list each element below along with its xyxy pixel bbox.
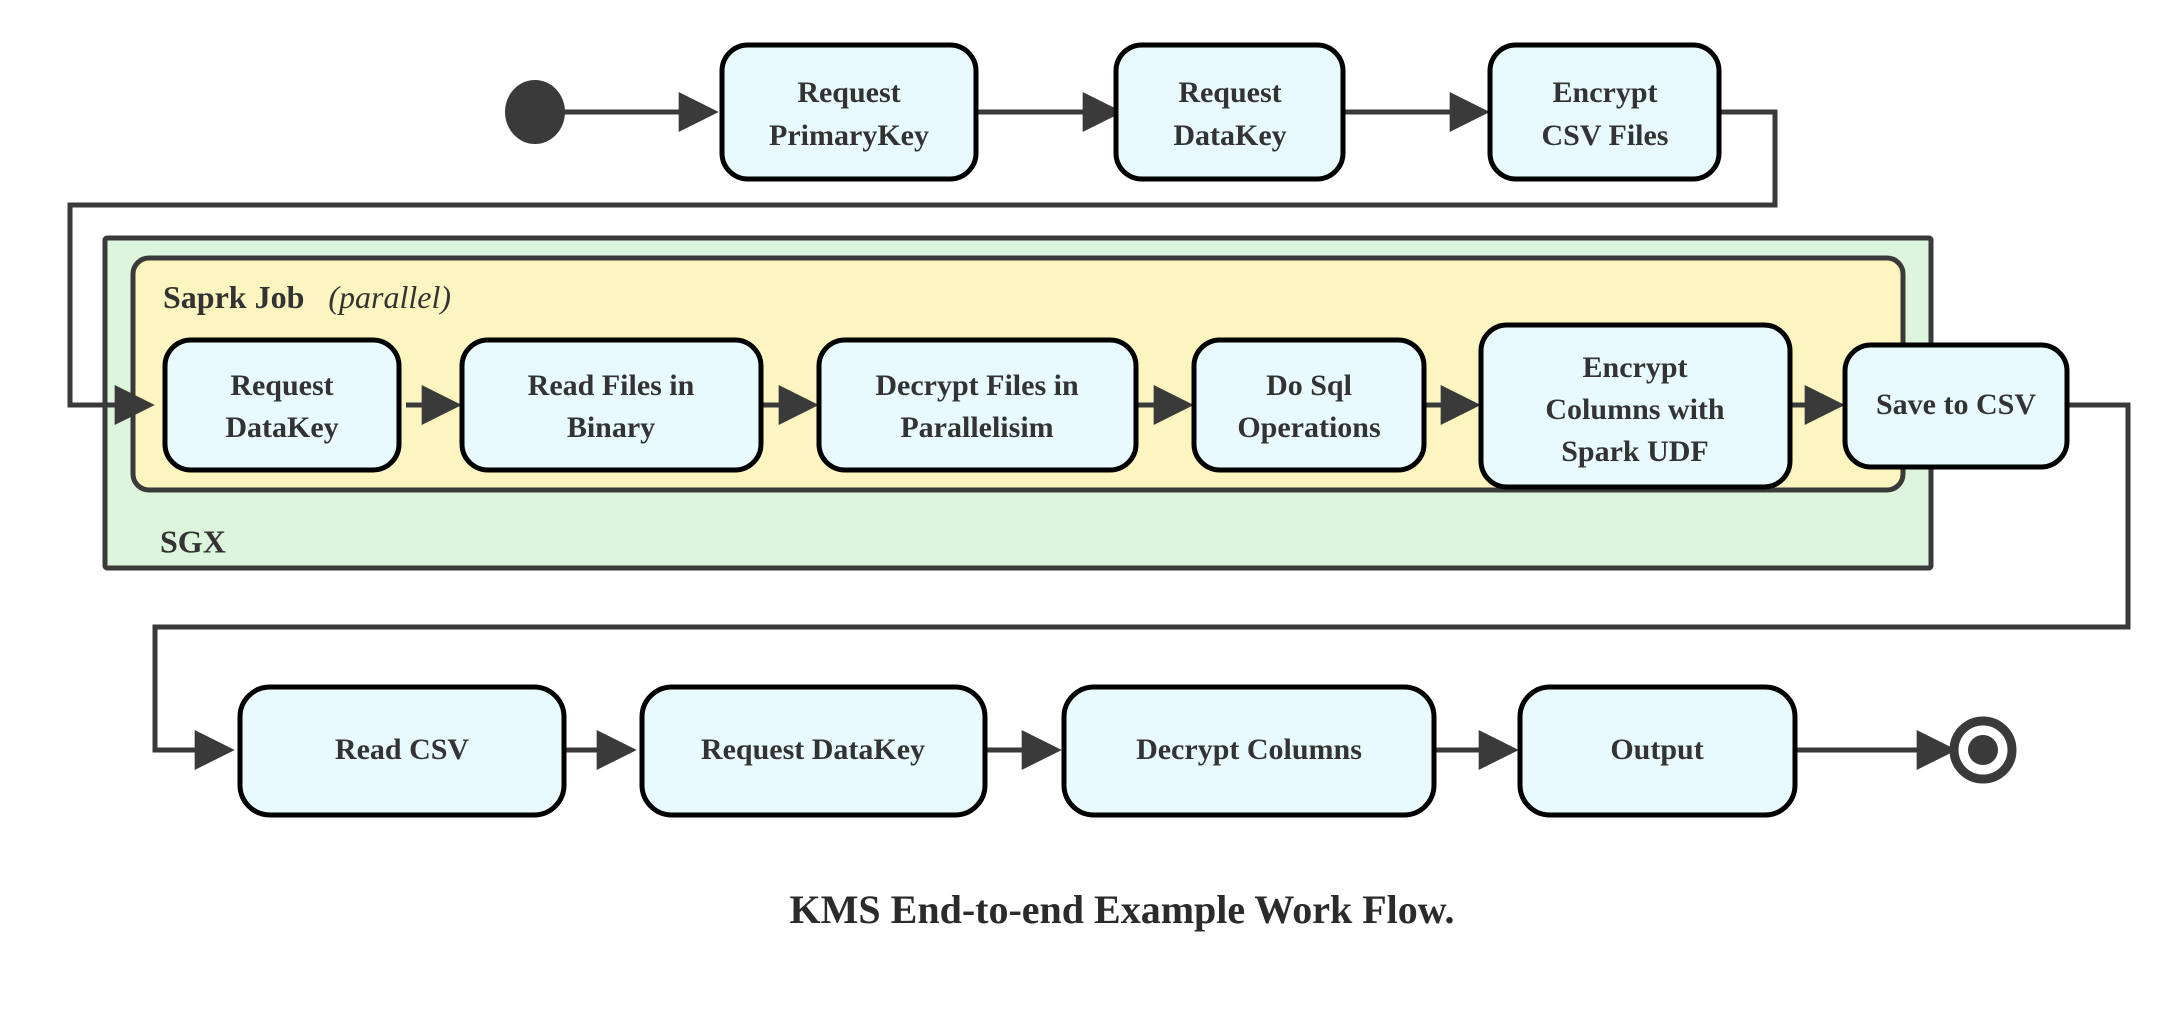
node-decrypt-columns-line-0: Decrypt Columns — [1136, 733, 1362, 766]
sgx-container-label: SGX — [160, 523, 226, 559]
node-encrypt-csv-files-line-0: Encrypt — [1553, 76, 1658, 109]
spark-job-label-main: Saprk Job — [163, 279, 304, 315]
end-node — [1949, 716, 2017, 784]
node-read-csv[interactable]: Read CSV — [237, 684, 567, 818]
node-decrypt-columns[interactable]: Decrypt Columns — [1061, 684, 1437, 818]
edge-encrypt-csv-to-spark-datakey — [67, 109, 1778, 425]
node-encrypt-columns-with-spark-udf-line-2: Spark UDF — [1561, 435, 1709, 468]
node-do-sql-operations[interactable]: Do Sql Operations — [1191, 337, 1427, 473]
spark-job-label-parallel: (parallel) — [328, 279, 451, 315]
node-request-datakey-top-line-1: DataKey — [1173, 119, 1286, 152]
node-encrypt-csv-files-line-1: CSV Files — [1542, 119, 1669, 152]
node-read-csv-line-0: Read CSV — [335, 733, 470, 766]
node-request-datakey-spark-line-0: Request — [230, 369, 333, 402]
node-request-datakey-top[interactable]: Request DataKey — [1113, 42, 1346, 182]
node-request-primarykey-line-1: PrimaryKey — [769, 119, 929, 152]
node-save-to-csv[interactable]: Save to CSV — [1842, 342, 2070, 470]
node-request-datakey-bottom-line-0: Request DataKey — [701, 733, 925, 766]
node-output[interactable]: Output — [1517, 684, 1798, 818]
node-request-datakey-top-line-0: Request — [1178, 76, 1281, 109]
node-request-datakey-spark[interactable]: Request DataKey — [162, 337, 402, 473]
node-read-files-in-binary-line-1: Binary — [567, 411, 655, 444]
node-save-to-csv-line-0: Save to CSV — [1876, 388, 2036, 421]
node-encrypt-columns-with-spark-udf[interactable]: Encrypt Columns with Spark UDF — [1478, 322, 1793, 490]
node-output-line-0: Output — [1610, 733, 1703, 766]
node-request-primarykey[interactable]: Request PrimaryKey — [719, 42, 979, 182]
node-request-datakey-spark-line-1: DataKey — [225, 411, 338, 444]
node-read-files-in-binary[interactable]: Read Files in Binary — [459, 337, 764, 473]
node-do-sql-operations-line-1: Operations — [1237, 411, 1380, 444]
node-decrypt-files-in-parallelisim-line-1: Parallelisim — [900, 411, 1053, 444]
spark-job-container-label: Saprk Job (parallel) — [163, 279, 451, 315]
node-request-datakey-bottom[interactable]: Request DataKey — [639, 684, 988, 818]
node-decrypt-files-in-parallelisim[interactable]: Decrypt Files in Parallelisim — [816, 337, 1139, 473]
node-request-primarykey-line-0: Request — [797, 76, 900, 109]
node-decrypt-files-in-parallelisim-line-0: Decrypt Files in — [875, 369, 1079, 402]
edge-save-csv-to-read-csv — [152, 402, 2131, 770]
node-encrypt-csv-files[interactable]: Encrypt CSV Files — [1487, 42, 1722, 182]
node-do-sql-operations-line-0: Do Sql — [1266, 369, 1352, 402]
node-encrypt-columns-with-spark-udf-line-0: Encrypt — [1583, 351, 1688, 384]
node-encrypt-columns-with-spark-udf-line-1: Columns with — [1545, 393, 1725, 426]
diagram-caption: KMS End-to-end Example Work Flow. — [790, 887, 1455, 932]
node-read-files-in-binary-line-0: Read Files in — [528, 369, 695, 402]
start-node — [505, 80, 565, 144]
